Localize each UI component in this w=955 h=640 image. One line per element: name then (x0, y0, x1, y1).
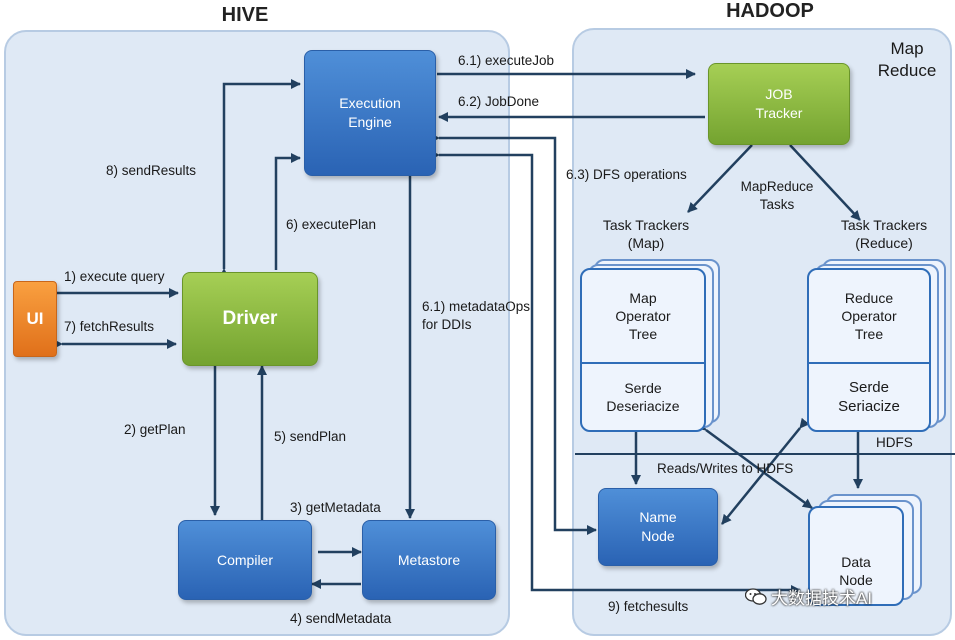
execution-engine-label: Execution Engine (339, 95, 401, 130)
get-metadata-label: 3) getMetadata (290, 500, 381, 515)
reduce-operator-tree: Reduce Operator Tree (841, 289, 897, 343)
reads-writes-label: Reads/Writes to HDFS (657, 461, 794, 476)
map-reduce-label: Map Reduce (877, 39, 937, 81)
driver-label: Driver (222, 308, 278, 329)
reduce-task-tracker: Reduce Operator Tree Serde Seriacize (807, 268, 931, 432)
wechat-icon (744, 587, 767, 606)
send-results-label: 8) sendResults (106, 163, 197, 178)
hadoop-title: HADOOP (726, 0, 814, 22)
map-task-tracker: Map Operator Tree Serde Deseriacize (580, 268, 706, 432)
ui-label: UI (26, 309, 44, 328)
compiler-label: Compiler (216, 552, 273, 568)
metastore-label: Metastore (397, 552, 461, 568)
task-trackers-map-label: Task Trackers (Map) (602, 217, 690, 252)
name-node-label: Name Node (639, 509, 677, 544)
job-tracker-label: JOB Tracker (755, 86, 803, 121)
get-plan-label: 2) getPlan (124, 422, 186, 437)
job-done-label: 6.2) JobDone (458, 94, 540, 109)
driver-node: Driver (182, 272, 318, 366)
job-tracker-node: JOB Tracker (708, 63, 850, 145)
ui-node: UI (13, 281, 57, 357)
hdfs-label: HDFS (876, 435, 913, 450)
reduce-tracker-divider (809, 362, 929, 364)
execute-query-label: 1) execute query (64, 269, 165, 284)
map-tracker-divider (582, 362, 704, 364)
execute-job-label: 6.1) executeJob (458, 53, 555, 68)
mapreduce-tasks-label: MapReduce Tasks (740, 179, 814, 212)
watermark-text: 大数据技术AI (771, 589, 873, 608)
compiler-node: Compiler (178, 520, 312, 600)
execute-plan-label: 6) executePlan (286, 217, 377, 232)
name-node: Name Node (598, 488, 718, 566)
map-operator-tree: Map Operator Tree (615, 289, 671, 343)
send-plan-label: 5) sendPlan (274, 429, 347, 444)
watermark: 大数据技术AI (744, 584, 873, 609)
execution-engine-node: Execution Engine (304, 50, 436, 176)
hive-title: HIVE (221, 4, 269, 26)
fetch-results-label: 7) fetchResults (64, 319, 155, 334)
dfs-operations-label: 6.3) DFS operations (566, 167, 687, 182)
data-node-label: Data Node (839, 553, 873, 588)
fetch-results-9-label: 9) fetchesults (608, 599, 689, 614)
reduce-serde: Serde Seriacize (838, 378, 900, 416)
task-trackers-reduce-label: Task Trackers (Reduce) (840, 217, 928, 252)
send-metadata-label: 4) sendMetadata (290, 611, 392, 626)
metastore-node: Metastore (362, 520, 496, 600)
metadata-ops-label: 6.1) metadataOps for DDIs (422, 299, 531, 332)
map-serde: Serde Deseriacize (606, 379, 680, 414)
data-node: Data Node (808, 506, 904, 606)
